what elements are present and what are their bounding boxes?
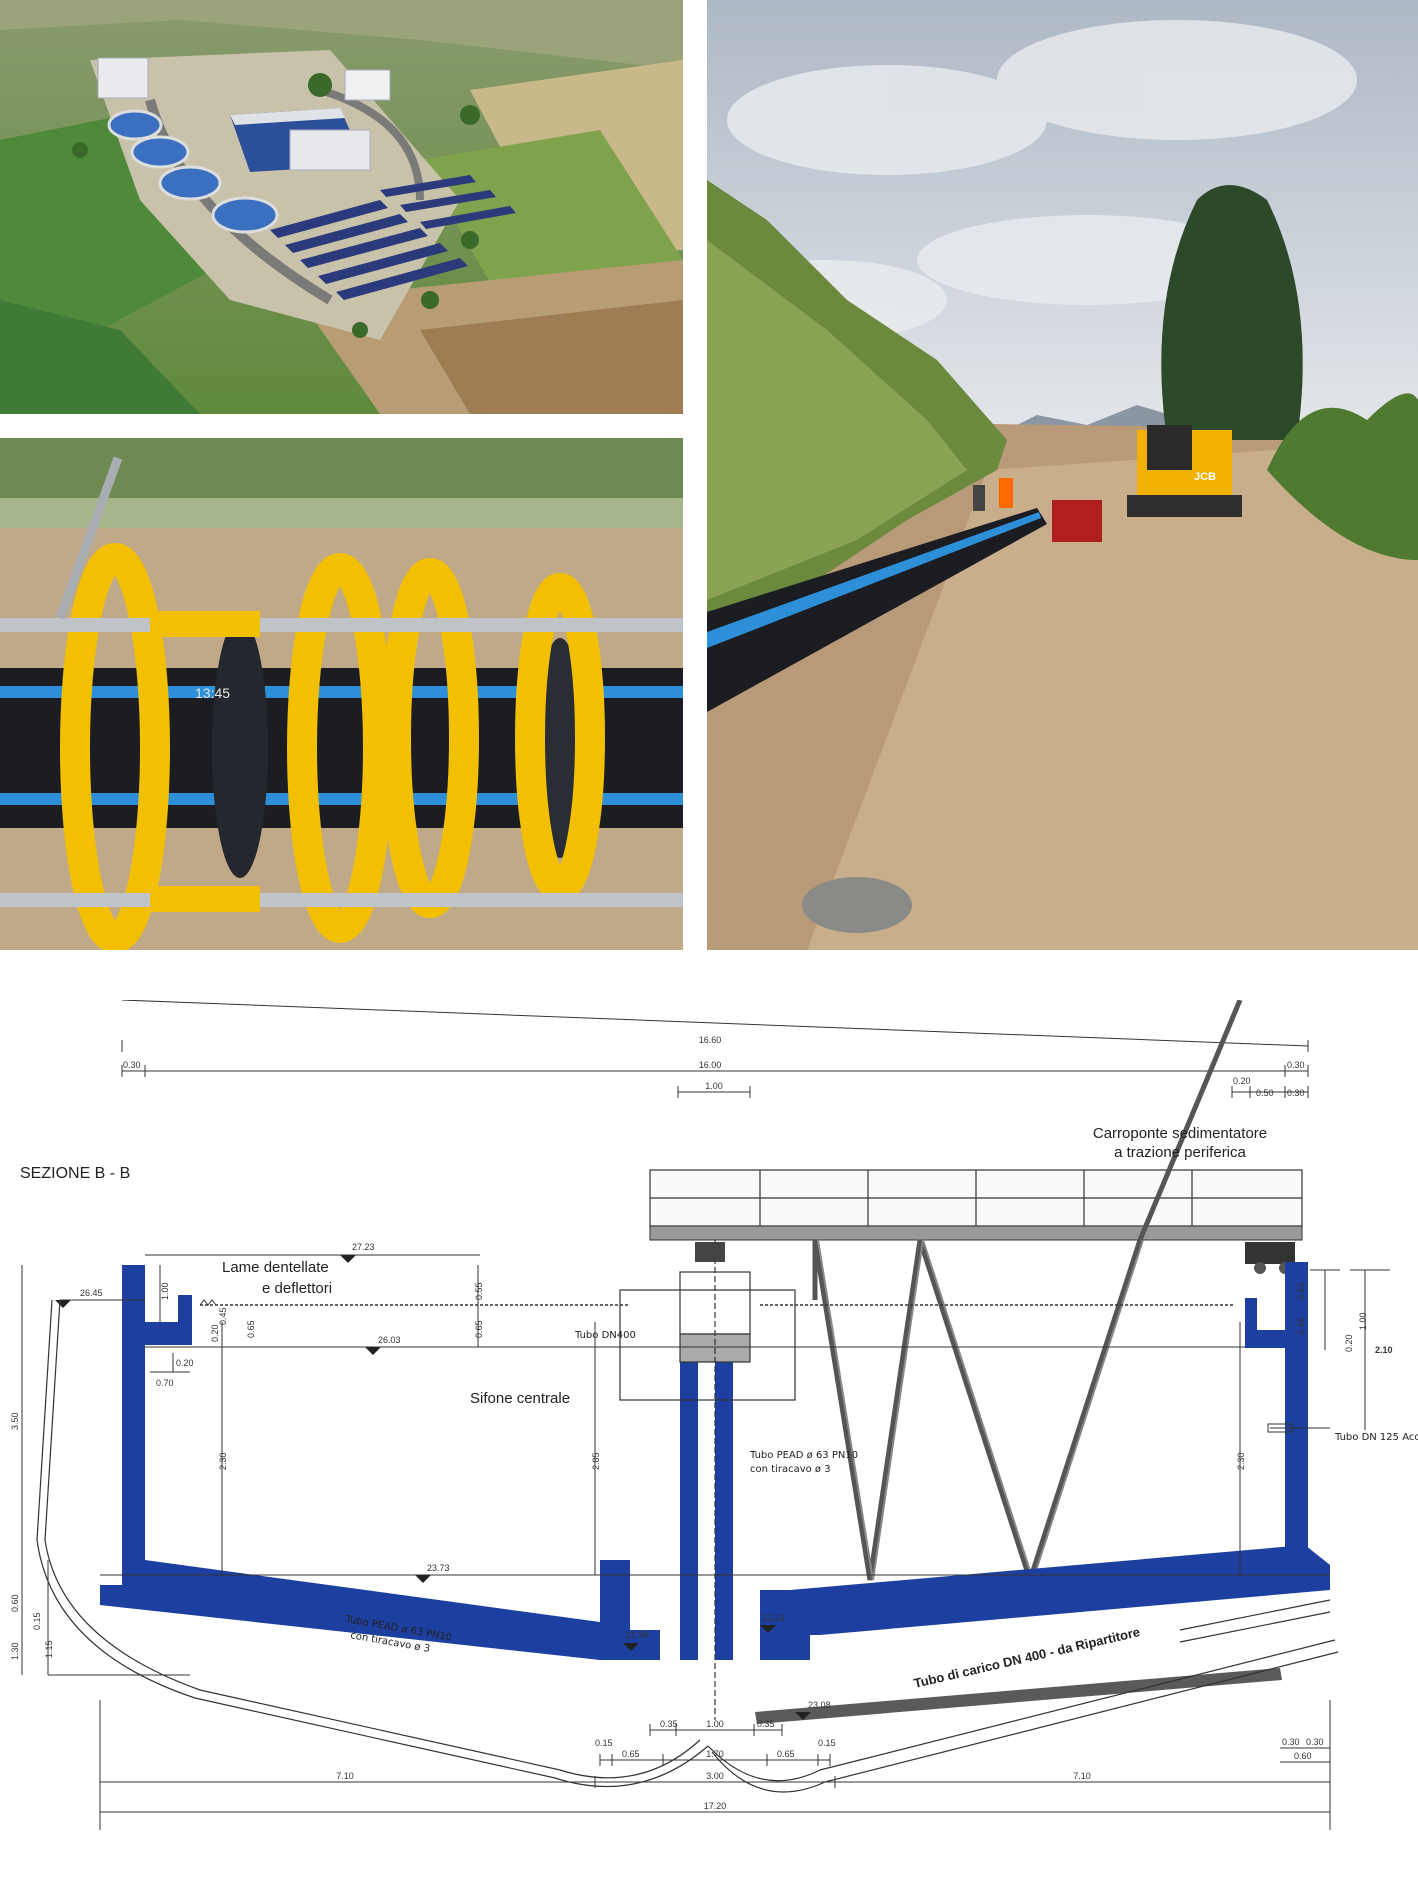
dim-bot-r-0-30b: 0.30 <box>1306 1737 1324 1747</box>
bridge-label-line2: a trazione periferica <box>1114 1144 1246 1161</box>
underground-pipes <box>36 1299 1339 1793</box>
dim-bot-r-0-60: 0.60 <box>1294 1751 1312 1761</box>
dim-top-center: 1.00 <box>705 1081 723 1091</box>
dim-left-0-20b: 0.20 <box>176 1358 194 1368</box>
dim-right-0-55: 0.55 <box>1296 1282 1306 1300</box>
dim-left-0-65: 0.65 <box>246 1320 256 1338</box>
pead-right-line1: Tubo PEAD ø 63 PN10 <box>749 1450 858 1461</box>
dim-right-2-10: 2.10 <box>1375 1345 1393 1355</box>
dim-right-0-20: 0.20 <box>1344 1334 1354 1352</box>
dim-mid-0-55: 0.55 <box>474 1282 484 1300</box>
dim-bot-0-65a: 0.65 <box>622 1749 640 1759</box>
section-title: SEZIONE B - B <box>20 1165 130 1182</box>
pipe-marking-text: 13:45 <box>195 685 230 701</box>
dim-left-1-30: 1.30 <box>10 1642 20 1660</box>
dim-top-inner: 16.00 <box>699 1060 722 1070</box>
aerial-rendering-image <box>0 0 683 414</box>
dim-left-1-00: 1.00 <box>160 1282 170 1300</box>
central-column <box>619 1240 796 1720</box>
bridge-label-line1: Carroponte sedimentatore <box>1093 1125 1267 1142</box>
dim-bot-0-65b: 0.65 <box>777 1749 795 1759</box>
pipe-laying-photo: JCB <box>707 0 1418 950</box>
aerial-rendering-photo <box>0 0 683 414</box>
dim-top-total: 16.60 <box>699 1035 722 1045</box>
section-drawing: SEZIONE B - B 16.60 16.00 0.30 0.30 1.00… <box>0 999 1418 1892</box>
dim-left-3-50: 3.50 <box>10 1412 20 1430</box>
bottom-dimensions <box>99 1700 1331 1830</box>
dim-mid-2-85: 2.85 <box>591 1452 601 1470</box>
elev-ground: 26.45 <box>80 1288 103 1298</box>
dim-right-0-45: 0.45 <box>1296 1317 1306 1335</box>
dim-left-0-15: 0.15 <box>32 1612 42 1630</box>
dim-bot-r-0-30a: 0.30 <box>1282 1737 1300 1747</box>
pead-right-line2: con tiracavo ø 3 <box>750 1464 831 1475</box>
right-dimensions <box>1239 1269 1390 1575</box>
dim-bot-0-15b: 0.15 <box>818 1738 836 1748</box>
scraper-truss <box>812 999 1243 1589</box>
pipe-laying-image: JCB <box>707 0 1418 950</box>
dim-mid-0-65: 0.65 <box>474 1320 484 1338</box>
elev-water: 26.03 <box>378 1335 401 1345</box>
dim-left-2-30: 2.30 <box>218 1452 228 1470</box>
dim-left-0-70: 0.70 <box>156 1378 174 1388</box>
tubo-dn400-label: Tubo DN400 <box>574 1330 636 1341</box>
weirs-label-line2: e deflettori <box>262 1280 332 1297</box>
pipe-welding-photo: 13:45 <box>0 438 683 950</box>
bridge-drive-unit <box>1245 1242 1295 1264</box>
left-dimensions <box>21 1265 223 1676</box>
bridge-beam <box>649 1225 1303 1241</box>
dim-left-0-45: 0.45 <box>218 1307 228 1325</box>
elev-top-wall: 27.23 <box>352 1242 375 1252</box>
dim-top-r1: 0.20 <box>1233 1076 1251 1086</box>
dim-top-wall-left: 0.30 <box>123 1060 141 1070</box>
dim-bot-3-00: 3.00 <box>706 1771 724 1781</box>
level-lines <box>60 1254 1330 1576</box>
tank-concrete <box>100 1262 1330 1660</box>
dim-top-r2: 0.50 <box>1256 1088 1274 1098</box>
dim-left-0-60: 0.60 <box>10 1594 20 1612</box>
elev-floor: 23.73 <box>427 1563 450 1573</box>
dim-bot-7-10b: 7.10 <box>1073 1771 1091 1781</box>
dim-bot-0-15a: 0.15 <box>595 1738 613 1748</box>
dim-bot-7-10a: 7.10 <box>336 1771 354 1781</box>
dim-left-0-20: 0.20 <box>210 1324 220 1342</box>
section-bb-svg: SEZIONE B - B 16.60 16.00 0.30 0.30 1.00… <box>10 999 1418 1830</box>
dim-top-wall-right: 0.30 <box>1287 1060 1305 1070</box>
elev-pit-left: 21.98 <box>626 1630 649 1640</box>
bridge-pivot <box>695 1242 725 1262</box>
bridge-frame <box>649 1169 1303 1227</box>
dim-bot-1-70: 1.70 <box>706 1749 724 1759</box>
dim-bot-17-20: 17.20 <box>704 1801 727 1811</box>
dim-right-2-30: 2.30 <box>1236 1452 1246 1470</box>
elev-slab-right: 23.08 <box>808 1700 831 1710</box>
dim-bot-0-35b: 0.35 <box>757 1719 775 1729</box>
excavator-brand-text: JCB <box>1194 471 1216 483</box>
weirs-label-line1: Lame dentellate <box>222 1259 329 1276</box>
dim-bot-0-35a: 0.35 <box>660 1719 678 1729</box>
tubo-dn125-label: Tubo DN 125 Acc. <box>1334 1432 1418 1443</box>
dim-right-1-00: 1.00 <box>1358 1312 1368 1330</box>
siphon-label: Sifone centrale <box>470 1390 570 1407</box>
inlet-pipe-label: Tubo di carico DN 400 - da Ripartitore <box>912 1624 1141 1691</box>
scraper-blade <box>755 1668 1282 1724</box>
dim-top-r3: 0.30 <box>1287 1088 1305 1098</box>
top-dimensions <box>121 999 1309 1098</box>
dim-bot-1-00: 1.00 <box>706 1719 724 1729</box>
pipe-welding-image: 13:45 <box>0 438 683 950</box>
dim-left-1-15: 1.15 <box>44 1640 54 1658</box>
elev-pit-right: 22.23 <box>762 1613 785 1623</box>
